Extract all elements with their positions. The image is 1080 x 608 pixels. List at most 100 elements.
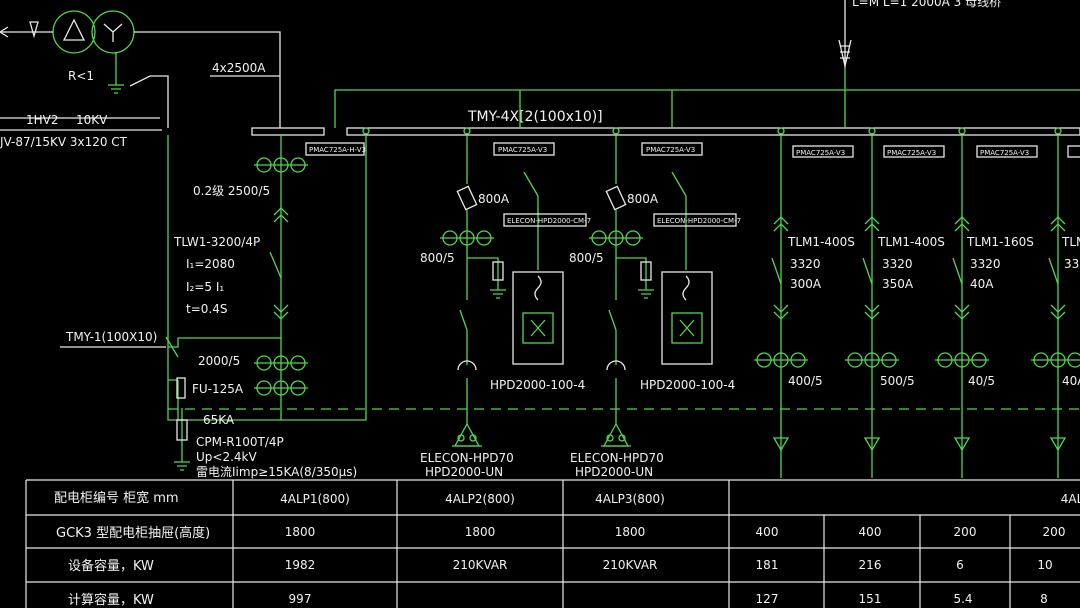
meter-box (883, 145, 945, 158)
spd-icon (176, 419, 188, 441)
filter-box (661, 271, 713, 365)
capacity-cell: 1982 (285, 558, 316, 572)
height-cell: 200 (954, 525, 977, 539)
ct-label: 800/5 (569, 251, 604, 265)
breaker-switch-icon (771, 257, 782, 285)
chevron-up-icon (864, 216, 880, 232)
short-circuit-label: 65KA (203, 413, 235, 427)
controller-label: ELECON-HPD2000-CM-7 (657, 217, 741, 225)
breaker-switch-icon (269, 251, 282, 279)
row-label-calc: 计算容量，KW (68, 592, 154, 608)
ct-label: 500/5 (880, 374, 915, 388)
ct-label: 40A (1062, 374, 1080, 388)
meter-label: PMAC725A-V3 (796, 149, 845, 157)
busduct-note: L=M L=1 2000A 3 母线桥 (852, 0, 1001, 9)
height-cell: 1800 (285, 525, 316, 539)
meter-label: PMAC725A-V3 (498, 146, 547, 154)
frame-label: 332 (1064, 257, 1080, 271)
inductor-icon (534, 275, 542, 301)
bottom-label-1: ELECON-HPD70 (570, 451, 664, 465)
fuse-icon (605, 185, 627, 211)
row-label-height: GCK3 型配电柜抽屉(高度) (56, 525, 210, 541)
switch-icon (671, 171, 687, 270)
switch-icon (523, 171, 539, 270)
row-label-capacity: 设备容量，KW (68, 558, 154, 574)
main-busbar: TMY-4X[2(100x10)] (251, 68, 1080, 136)
meter-label: PMAC725A-V3 (887, 149, 936, 157)
transformer-primary-icon (52, 10, 96, 54)
chevron-down-icon (864, 304, 880, 320)
breaker-label: TLW1-3200/4P (173, 235, 260, 249)
filter-label: HPD2000-100-4 (640, 378, 735, 392)
row-label-panel-id: 配电柜编号 柜宽 mm (54, 490, 179, 506)
calc-cell: 5.4 (953, 592, 972, 606)
height-cell: 400 (859, 525, 882, 539)
height-cell: 1800 (465, 525, 496, 539)
capacity-cell: 210KVAR (603, 558, 658, 572)
bottom-label-1: ELECON-HPD70 (420, 451, 514, 465)
ct-top-label: 0.2级 2500/5 (193, 184, 270, 198)
ct-icon (1031, 352, 1080, 368)
bottom-label-2: HPD2000-UN (425, 465, 503, 479)
fuse-icon (176, 377, 186, 399)
feeder-4: TLM1 332 40A (1031, 135, 1080, 478)
output-terminal-icon (452, 422, 482, 447)
spd-label: CPM-R100T/4P (196, 435, 284, 449)
wye-winding-icon (103, 23, 123, 42)
isd-label: I₂=5 I₁ (186, 280, 224, 294)
panel-id-cell: 4ALP1(800) (280, 492, 350, 506)
data-table: 配电柜编号 柜宽 mm GCK3 型配电柜抽屉(高度) 设备容量，KW 计算容量… (25, 479, 1080, 608)
sensor-icon (640, 261, 652, 281)
breaker-switch-icon (952, 257, 963, 285)
ct-icon (440, 230, 494, 246)
top-right-note: L=M L=1 2000A 3 母线桥 (838, 0, 1001, 68)
breaker-label: TLM1 (1061, 235, 1080, 249)
breaker-label: TLM1-400S (877, 235, 945, 249)
chevron-up-icon (773, 216, 789, 232)
frame-label: 3320 (790, 257, 821, 271)
igbt-icon (522, 312, 554, 344)
output-terminal-icon (601, 422, 631, 447)
meter-label: PMAC725A-V3 (980, 149, 1029, 157)
frame-label: 3320 (882, 257, 913, 271)
height-cell: 1800 (615, 525, 646, 539)
ct-label: 400/5 (788, 374, 823, 388)
breaker-switch-icon (1048, 257, 1059, 285)
chevron-up-icon (273, 207, 289, 223)
calc-cell: 8 (1040, 592, 1048, 606)
panel-2: PMAC725A-V3 800A ELECON-HPD2000-CM-7 800… (420, 135, 591, 479)
ct-icon (935, 352, 989, 368)
output-arrow-icon (863, 437, 881, 452)
busbar-section-left (251, 127, 325, 136)
meter-box (493, 142, 555, 156)
busbar-section-main (346, 127, 1080, 136)
breaker-switch-icon (862, 257, 873, 285)
ct-top-icon (254, 157, 308, 173)
output-arrow-icon (1049, 437, 1067, 452)
rating-label: 800A (627, 192, 659, 206)
chevron-up-icon (954, 216, 970, 232)
voltage-id-label: 1HV2 (26, 113, 59, 127)
igbt-icon (671, 312, 703, 344)
disconnector-icon (459, 309, 468, 331)
arrow-left-icon (0, 26, 9, 38)
capacity-cell: 210KVAR (453, 558, 508, 572)
setting-label: 300A (790, 277, 822, 291)
output-arrow-icon (772, 437, 790, 452)
meter-box (641, 142, 703, 156)
feeder-3: PMAC725A-V3 TLM1-160S 3320 40A 40/5 (935, 135, 1038, 478)
ct-bottom-label: 2000/5 (198, 354, 240, 368)
capacity-cell: 181 (756, 558, 779, 572)
bottom-label-2: HPD2000-UN (575, 465, 653, 479)
voltage-label: 10KV (76, 113, 108, 127)
capacity-cell: 6 (956, 558, 964, 572)
spd-up-label: Up<2.4kV (196, 450, 257, 464)
calc-cell: 151 (859, 592, 882, 606)
plug-icon (606, 360, 626, 371)
frame-label: 3320 (970, 257, 1001, 271)
ct-icon (845, 352, 899, 368)
fuse-label: FU-125A (192, 382, 244, 396)
controller-box (653, 213, 737, 227)
controller-box (503, 213, 587, 227)
